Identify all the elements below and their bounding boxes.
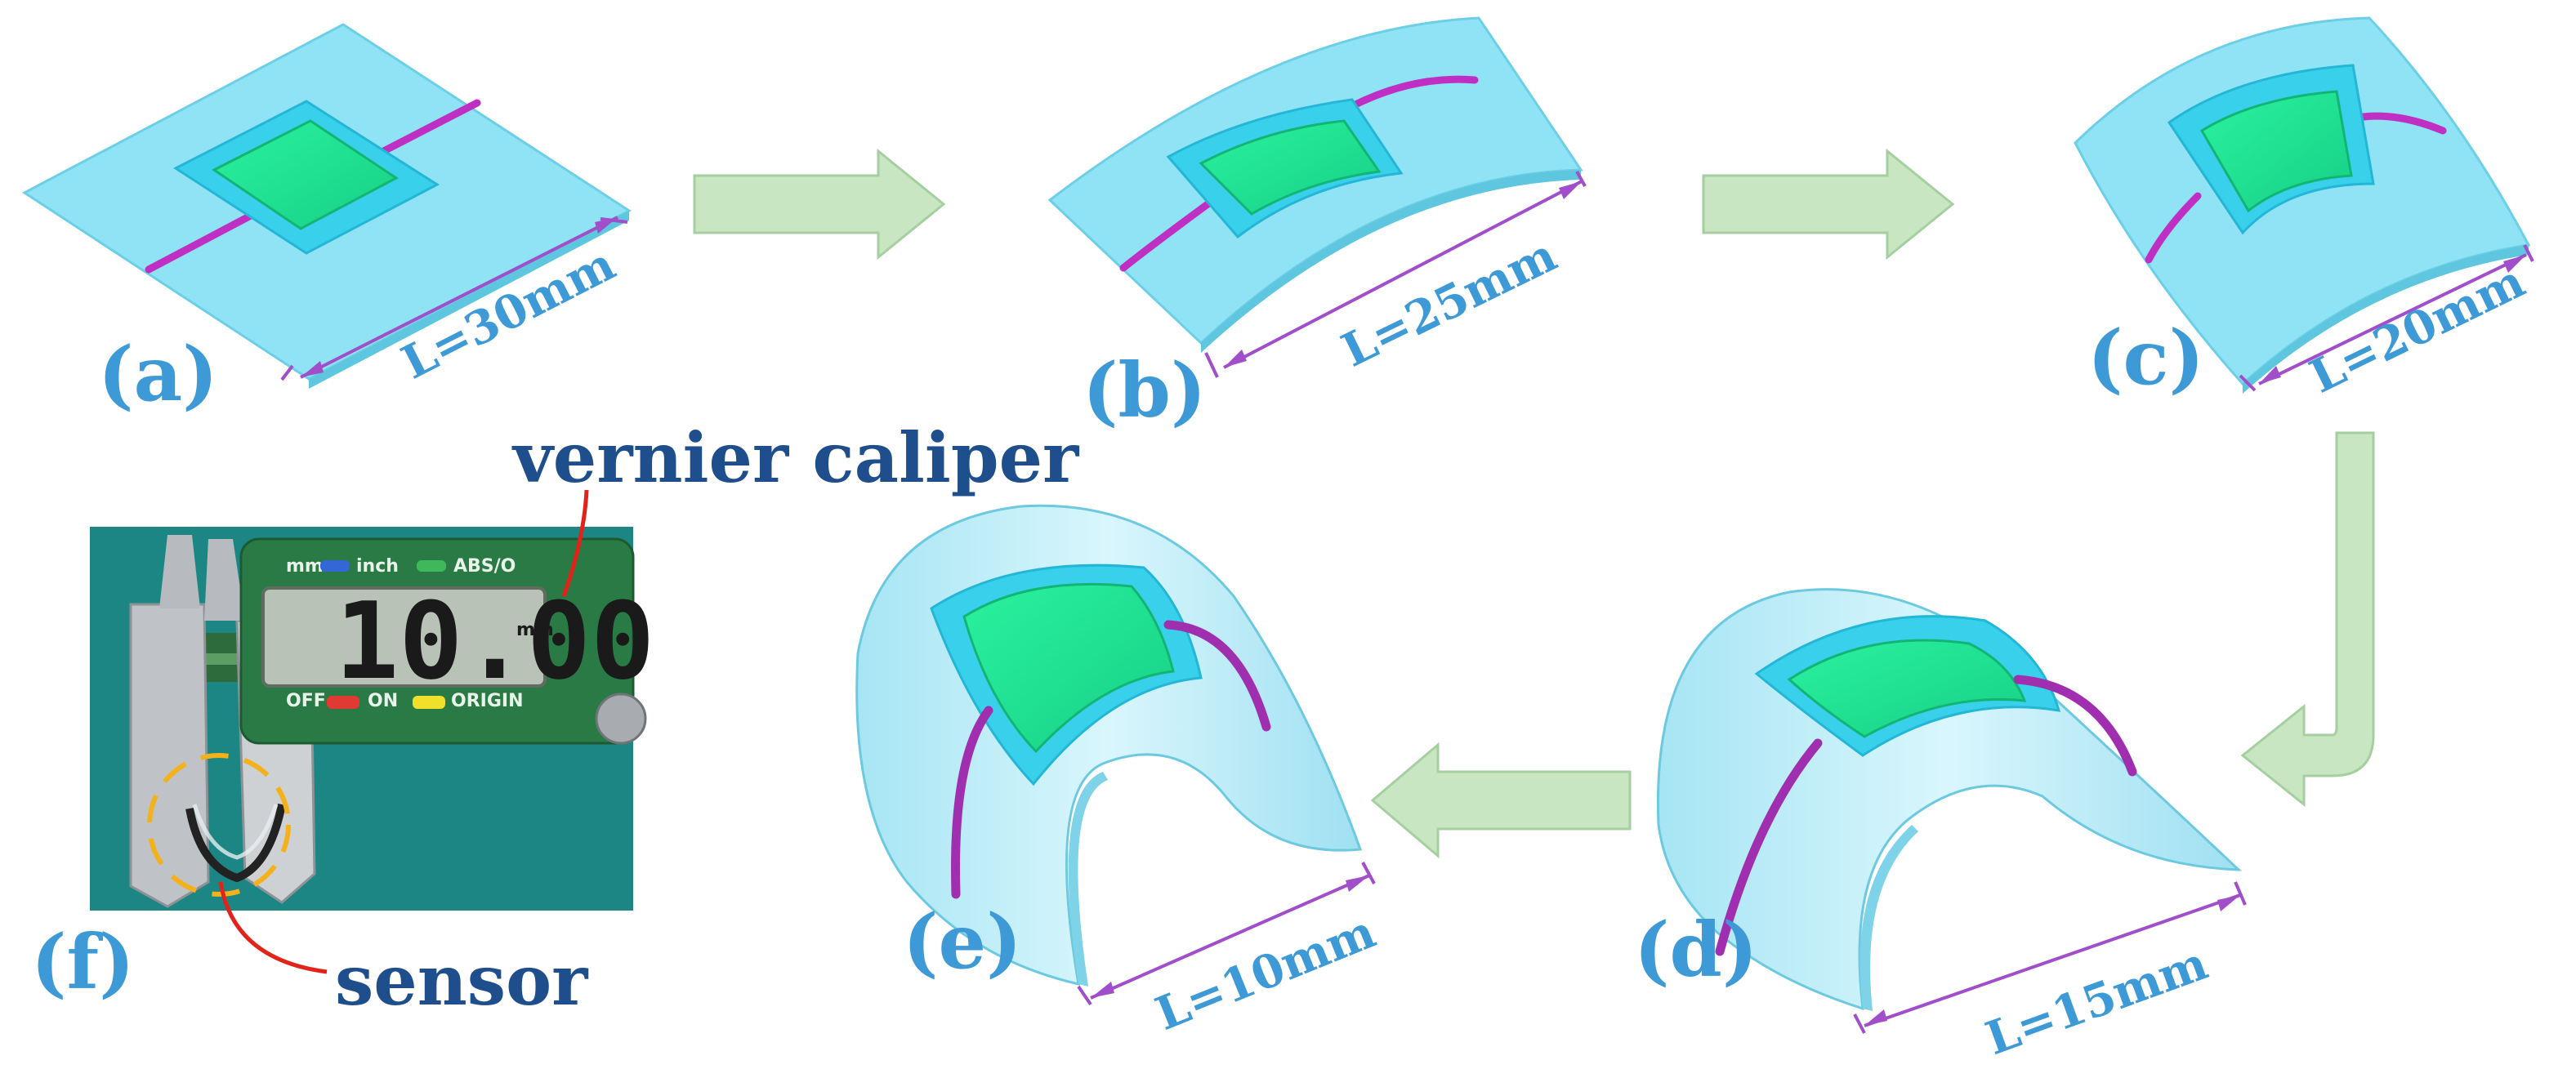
panel-a: L=30mm (a)	[22, 23, 632, 418]
arrow-right-1	[693, 148, 946, 261]
length-label-d: L=15mm	[1979, 936, 2214, 1066]
abs-button	[417, 560, 446, 572]
wire-left	[145, 212, 253, 274]
panel-letter-c: (c)	[2087, 314, 2204, 402]
active-area-b	[1199, 119, 1382, 216]
abs-label: ABS/O	[453, 556, 516, 577]
active-area-e	[962, 582, 1175, 754]
lcd-display	[261, 586, 547, 688]
inch-label: inch	[356, 556, 399, 577]
mm-inch-button	[320, 560, 350, 572]
panel-b: L=25mm (b)	[1047, 16, 1587, 434]
lcd-unit: mm	[516, 620, 554, 640]
panel-letter-e: (e)	[903, 898, 1022, 986]
panel-f: vernier caliper 10.00 mm mm inch ABS/O O…	[31, 417, 1080, 1021]
vernier-leader-line	[561, 489, 589, 597]
wire-e	[951, 620, 1271, 899]
panel-e: L=10mm (e)	[855, 504, 1383, 1041]
panel-letter-d: (d)	[1634, 906, 1757, 994]
origin-label: ORIGIN	[451, 691, 523, 711]
origin-button	[413, 696, 445, 709]
active-area-c	[2199, 90, 2353, 213]
on-off-button	[327, 696, 359, 709]
dimension-a	[280, 216, 628, 381]
wire-right	[372, 99, 481, 159]
arrow-right-2	[1702, 148, 1955, 261]
sensor-callout: sensor	[335, 940, 589, 1021]
sensor-leader-line	[218, 881, 328, 974]
dimension-d	[1853, 881, 2247, 1034]
panel-letter-b: (b)	[1083, 346, 1206, 434]
mm-label: mm	[286, 556, 324, 577]
dimension-c	[2239, 244, 2534, 392]
dimension-e	[1077, 862, 1376, 1006]
panel-c: L=20mm (c)	[2074, 16, 2534, 404]
panel-letter-a: (a)	[98, 330, 218, 418]
length-label-e: L=10mm	[1149, 905, 1383, 1041]
on-label: ON	[368, 691, 398, 711]
panel-letter-f: (f)	[31, 918, 135, 1006]
arrow-left	[1370, 742, 1632, 859]
dimension-b	[1204, 171, 1587, 378]
sensor-highlight-circle	[147, 753, 291, 897]
wire-b	[1119, 75, 1479, 272]
panel-d: L=15mm (d)	[1634, 588, 2247, 1066]
caliper-photo: 10.00 mm mm inch ABS/O OFF ON ORIGIN	[90, 527, 654, 911]
lcd-reading: 10.00	[335, 579, 654, 703]
wire-d	[1715, 675, 2137, 956]
sensor-in-jaws	[185, 804, 286, 883]
off-label: OFF	[286, 691, 326, 711]
arrow-elbow	[2240, 431, 2375, 808]
active-area-d	[1787, 639, 2027, 738]
active-area	[212, 119, 399, 230]
substrate-edge	[309, 211, 629, 389]
vernier-caliper-callout: vernier caliper	[511, 417, 1080, 498]
